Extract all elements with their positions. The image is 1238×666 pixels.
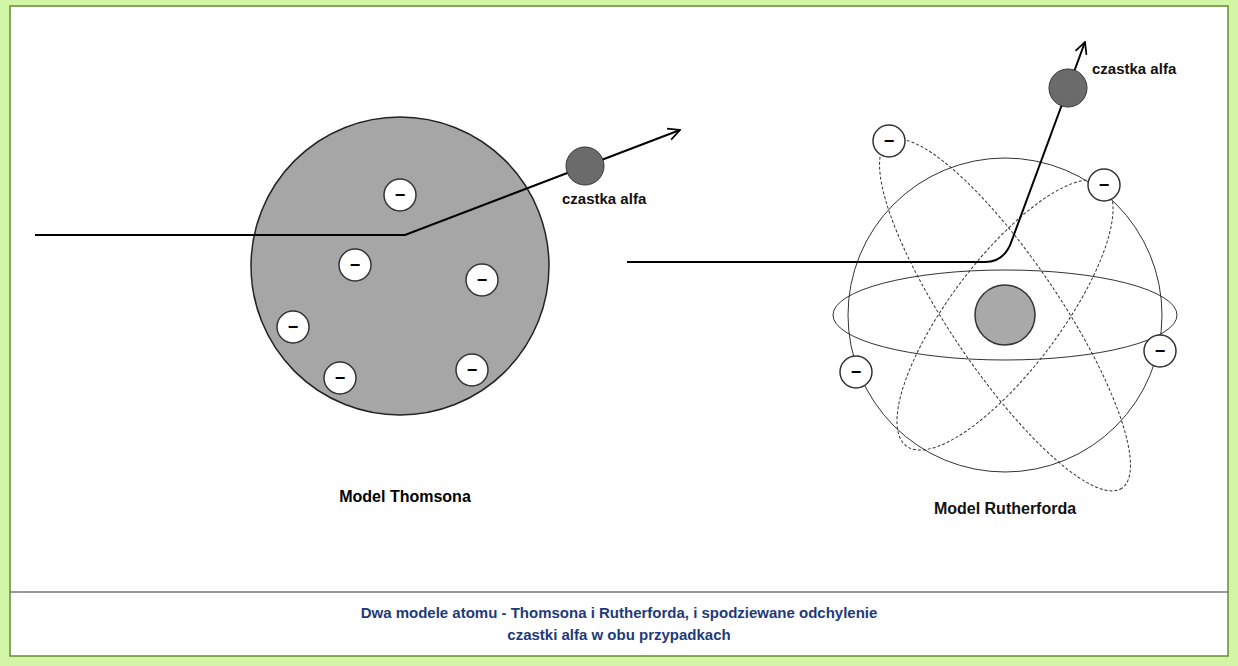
sphere-shape xyxy=(251,117,549,415)
electron-shape xyxy=(873,125,905,157)
electron-shape xyxy=(1144,335,1176,367)
electron: − xyxy=(383,178,417,212)
electron-sign: − xyxy=(395,185,406,206)
orbit xyxy=(862,151,1147,479)
model-title: Model Thomsona xyxy=(250,488,560,506)
model-title: Model Rutherforda xyxy=(934,500,1076,518)
particle-label: czastka alfa xyxy=(1092,60,1176,77)
electron-shape xyxy=(1088,169,1120,201)
orbit xyxy=(833,270,1177,360)
electron-shape xyxy=(277,311,309,343)
alpha-trajectory xyxy=(627,42,1085,262)
alpha-trajectory xyxy=(35,130,680,235)
thomson-sphere: − − − − − − Model Thomsona xyxy=(250,116,560,516)
electron-shape xyxy=(384,179,416,211)
electron-sign: − xyxy=(1099,175,1110,196)
alpha-particle xyxy=(1049,69,1087,107)
electron: − xyxy=(1143,334,1177,368)
electron-sign: − xyxy=(851,362,862,383)
electron-shape xyxy=(456,354,488,386)
electron-shape xyxy=(466,264,498,296)
orbit xyxy=(843,111,1168,519)
electron-sign: − xyxy=(350,255,361,276)
electron-shape xyxy=(339,249,371,281)
electron: − xyxy=(1087,168,1121,202)
electron-sign: − xyxy=(288,317,299,338)
electron: − xyxy=(465,263,499,297)
electron: − xyxy=(338,248,372,282)
electron: − xyxy=(839,355,873,389)
alpha-particle xyxy=(566,147,604,185)
electron-sign: − xyxy=(884,131,895,152)
electron-sign: − xyxy=(467,360,478,381)
electron: − xyxy=(323,361,357,395)
orbit xyxy=(848,158,1162,472)
separator xyxy=(10,591,1228,593)
panel xyxy=(10,6,1228,656)
electron: − xyxy=(455,353,489,387)
rutherford-orbits xyxy=(833,111,1177,519)
electron: − xyxy=(872,124,906,158)
electron-sign: − xyxy=(1155,341,1166,362)
electron-shape xyxy=(840,356,872,388)
particle-label: czastka alfa xyxy=(562,190,646,207)
electron-sign: − xyxy=(477,270,488,291)
electron-shape xyxy=(324,362,356,394)
electron-sign: − xyxy=(335,368,346,389)
caption: Dwa modele atomu - Thomsona i Rutherford… xyxy=(359,602,879,646)
nucleus xyxy=(975,285,1035,345)
electron: − xyxy=(276,310,310,344)
sphere-outline xyxy=(250,116,550,416)
